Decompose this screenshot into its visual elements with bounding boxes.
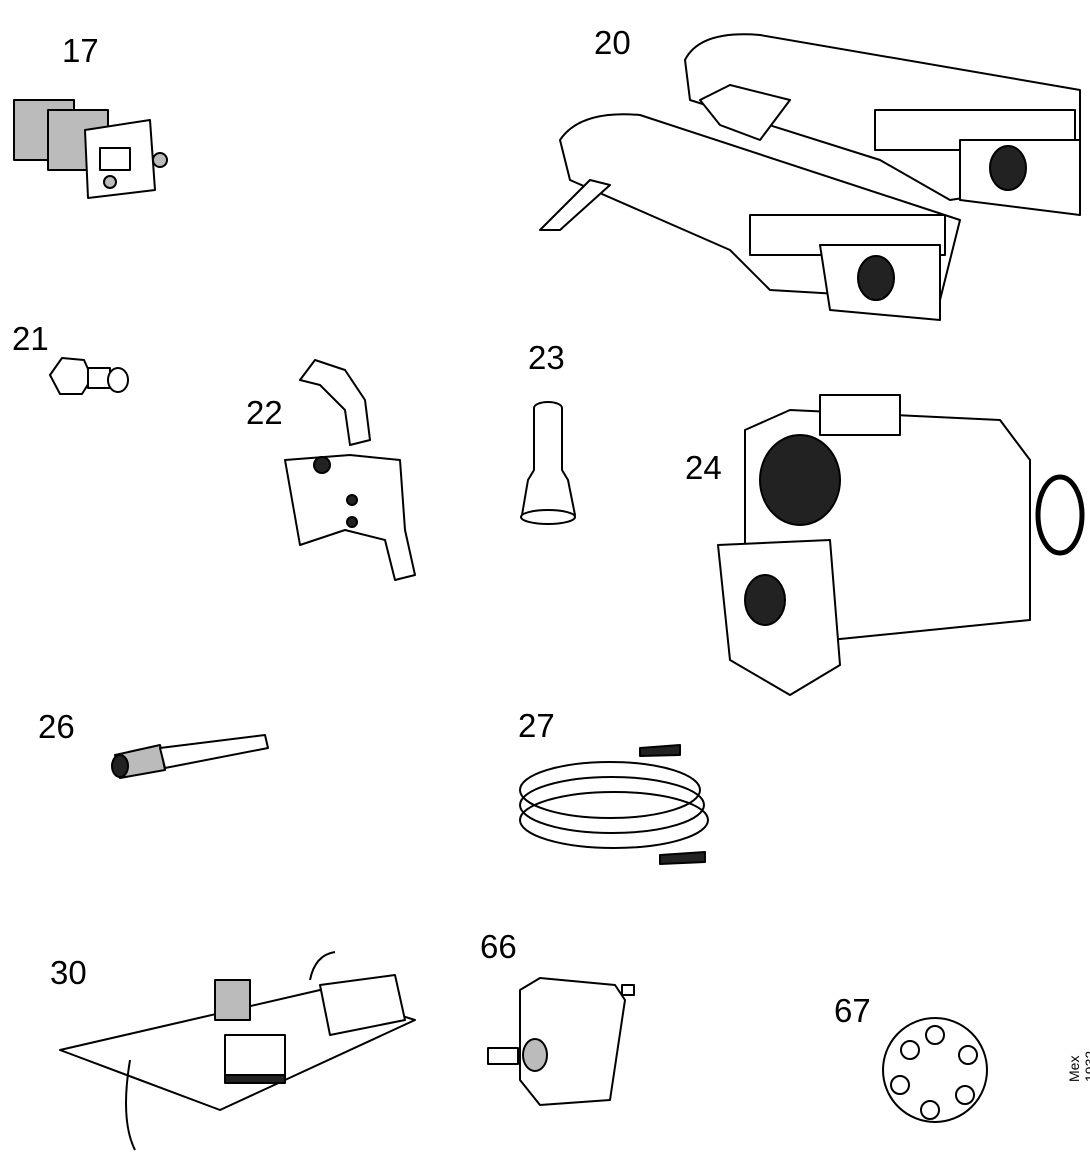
part-27-cable — [519, 744, 709, 865]
part-17-gasket-kit — [13, 99, 168, 199]
label-67: 67 — [834, 992, 871, 1029]
part-20-burner — [539, 33, 1081, 321]
label-17: 17 — [62, 32, 99, 69]
label-27: 27 — [518, 707, 555, 744]
part-24-gas-valve — [717, 394, 1085, 696]
part-30-control-board — [59, 951, 416, 1151]
label-21: 21 — [12, 320, 49, 357]
part-21-nut-fitting — [49, 357, 129, 395]
label-30: 30 — [50, 954, 87, 991]
part-67-knob — [882, 1017, 988, 1123]
label-22: 22 — [246, 394, 283, 431]
label-66: 66 — [480, 928, 517, 965]
label-20: 20 — [594, 24, 631, 61]
part-66-switch — [487, 977, 635, 1106]
part-23-injector — [520, 401, 576, 525]
part-22-pilot-burner — [284, 359, 416, 581]
label-26: 26 — [38, 708, 75, 745]
label-24: 24 — [685, 449, 722, 486]
drawing-reference: Mex 1932 — [1066, 1050, 1090, 1082]
label-23: 23 — [528, 339, 565, 376]
part-26-electrode — [111, 734, 269, 779]
